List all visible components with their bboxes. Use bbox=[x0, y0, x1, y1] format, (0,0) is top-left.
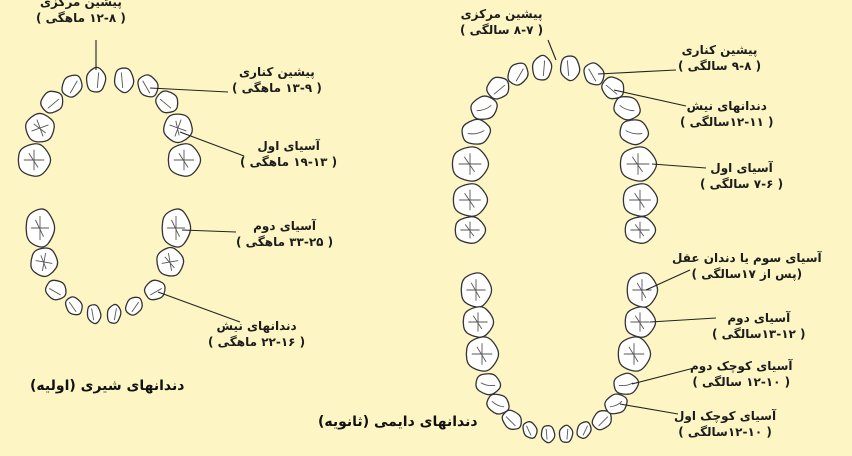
primary-title: دندانهای شیری (اولیه) bbox=[30, 378, 185, 394]
perm-upper-left-central bbox=[559, 55, 581, 82]
perm-upper-left-premolar-2 bbox=[619, 119, 650, 146]
leader-perm-central bbox=[547, 39, 557, 61]
permanent-title: دندانهای دایمی (ثانویه) bbox=[318, 414, 478, 430]
perm-upper-right-lateral bbox=[507, 62, 529, 86]
perm-upper-left-premolar-1 bbox=[613, 96, 641, 121]
label-permanent-canine: دندانهای نیش ( ۱۲-۱۱سالگی ) bbox=[680, 99, 774, 129]
leader-primary-second-molar bbox=[181, 229, 237, 233]
primary-lower-left-lateral bbox=[124, 296, 143, 316]
perm-lower-left-molar-2 bbox=[624, 306, 657, 338]
label-primary-central-incisor: پیشین مرکزی ( ۱۲-۸ ماهگی ) bbox=[36, 0, 126, 25]
leader-primary-canine bbox=[157, 291, 241, 323]
leader-perm-second-molar bbox=[649, 317, 717, 323]
perm-lower-left-molar-1 bbox=[617, 336, 652, 372]
primary-upper-right-lateral bbox=[61, 74, 83, 98]
perm-lower-right-molar-2 bbox=[462, 306, 495, 338]
perm-lower-right-canine bbox=[501, 409, 522, 430]
primary-lower-right-molar-1 bbox=[30, 247, 59, 278]
primary-upper-left-lateral bbox=[137, 74, 159, 98]
perm-upper-right-premolar-2 bbox=[461, 118, 492, 145]
label-primary-first-molar: آسیای اول ( ۱۹-۱۳ ماهگی ) bbox=[240, 139, 338, 169]
label-permanent-third-molar: آسیای سوم یا دندان عقل (پس از ۱۷سالگی ) bbox=[672, 251, 822, 281]
primary-upper-left-central bbox=[113, 67, 135, 94]
leader-perm-second-premolar bbox=[631, 367, 695, 385]
leader-perm-first-molar bbox=[651, 163, 707, 169]
label-permanent-second-molar: آسیای دوم ( ۱۳-۱۲سالگی ) bbox=[712, 311, 806, 341]
leader-perm-third-molar bbox=[645, 269, 691, 291]
perm-upper-left-lateral bbox=[583, 62, 605, 86]
primary-upper-right-central bbox=[85, 66, 107, 93]
primary-upper-left-molar-2 bbox=[167, 143, 202, 177]
perm-upper-left-molar-1 bbox=[619, 146, 658, 182]
perm-lower-right-lateral bbox=[522, 421, 538, 439]
leader-lines bbox=[95, 39, 717, 415]
primary-upper-left-canine bbox=[155, 90, 179, 114]
perm-lower-left-lateral bbox=[576, 421, 592, 439]
primary-lower-left-central bbox=[106, 303, 122, 324]
leader-perm-canine bbox=[613, 89, 687, 107]
perm-upper-left-molar-2 bbox=[622, 183, 659, 217]
primary-lower-left-molar-2 bbox=[161, 208, 192, 248]
perm-lower-left-premolar-1 bbox=[604, 393, 628, 415]
label-primary-lateral-incisor: پیشین کناری ( ۱۳-۹ ماهگی ) bbox=[232, 65, 322, 95]
perm-upper-left-canine bbox=[601, 76, 625, 100]
primary-lower-right-lateral bbox=[64, 296, 83, 316]
perm-lower-right-molar-3 bbox=[460, 272, 493, 308]
perm-lower-left-central bbox=[558, 424, 574, 443]
primary-upper-right-molar-1 bbox=[25, 112, 55, 143]
teeth-layer bbox=[17, 54, 659, 444]
primary-upper-right-canine bbox=[40, 90, 64, 114]
primary-upper-right-molar-2 bbox=[17, 143, 52, 177]
perm-lower-left-premolar-2 bbox=[613, 372, 640, 395]
perm-lower-left-molar-3 bbox=[626, 272, 659, 308]
perm-upper-right-molar-2 bbox=[452, 183, 489, 217]
label-permanent-central-incisor: پیشین مرکزی ( ۸-۷ سالگی ) bbox=[460, 7, 544, 37]
perm-lower-right-central bbox=[540, 425, 556, 444]
primary-lower-left-molar-1 bbox=[156, 246, 185, 277]
label-primary-second-molar: آسیای دوم ( ۳۳-۲۵ ماهگی ) bbox=[236, 219, 334, 249]
primary-upper-left-molar-1 bbox=[163, 113, 193, 144]
leader-primary-lateral bbox=[149, 87, 229, 93]
perm-upper-right-molar-1 bbox=[451, 146, 490, 182]
label-permanent-lateral-incisor: پیشین کناری ( ۹-۸ سالگی ) bbox=[678, 43, 762, 73]
primary-lower-left-canine bbox=[143, 279, 166, 301]
leader-perm-first-premolar bbox=[619, 403, 679, 415]
perm-lower-right-premolar-2 bbox=[475, 373, 502, 396]
perm-lower-left-canine bbox=[591, 410, 612, 431]
label-permanent-first-premolar: آسیای کوچک اول ( ۱۲-۱۰سالگی ) bbox=[674, 409, 777, 439]
leader-primary-first-molar bbox=[179, 131, 245, 157]
perm-upper-right-molar-3 bbox=[454, 216, 487, 244]
perm-upper-right-central bbox=[531, 54, 553, 81]
perm-lower-right-premolar-1 bbox=[486, 393, 510, 415]
perm-lower-right-molar-1 bbox=[465, 336, 500, 372]
primary-lower-right-central bbox=[86, 304, 102, 325]
label-permanent-first-molar: آسیای اول ( ۷-۶ سالگی ) bbox=[700, 161, 784, 191]
leader-perm-lateral bbox=[597, 69, 677, 75]
primary-lower-right-molar-2 bbox=[25, 208, 56, 248]
label-primary-canine: دندانهای نیش ( ۲۲-۱۶ ماهگی ) bbox=[208, 319, 306, 349]
label-permanent-second-premolar: آسیای کوچک دوم ( ۱۲-۱۰ سالگی ) bbox=[690, 359, 793, 389]
primary-lower-right-canine bbox=[44, 279, 67, 301]
perm-upper-right-canine bbox=[486, 76, 510, 100]
perm-upper-right-premolar-1 bbox=[470, 95, 498, 120]
perm-upper-left-molar-3 bbox=[624, 216, 657, 244]
